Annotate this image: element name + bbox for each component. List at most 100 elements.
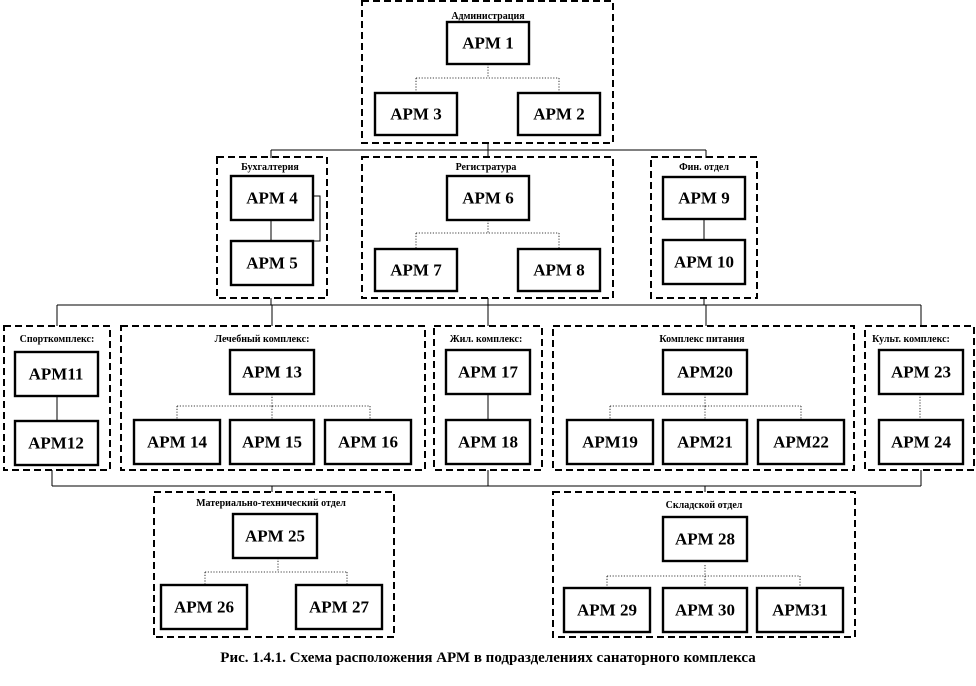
dept-frame-logistics bbox=[153, 491, 395, 638]
workstations: APM 1 APM 3 APM 2 APM 4 APM 5 APM 6 APM … bbox=[13, 20, 965, 634]
dept-frame-medical bbox=[120, 325, 426, 471]
dept-title-administration: Администрация bbox=[451, 11, 525, 22]
workstation-label: APM 18 bbox=[458, 433, 518, 452]
workstation-arm21[interactable]: APM21 bbox=[661, 418, 749, 466]
dept-frame-finance bbox=[650, 156, 758, 299]
workstation-label: APM31 bbox=[772, 601, 828, 620]
workstation-arm6[interactable]: APM 6 bbox=[445, 174, 531, 222]
dept-frame-culture bbox=[864, 325, 975, 471]
workstation-label: APM 15 bbox=[242, 433, 302, 452]
workstation-arm12[interactable]: APM12 bbox=[13, 419, 100, 467]
workstation-arm2[interactable]: APM 2 bbox=[516, 91, 602, 137]
connector-row3-to-row4 bbox=[51, 470, 922, 492]
workstation-label: APM11 bbox=[29, 365, 84, 384]
connectors bbox=[51, 64, 922, 588]
workstation-label: APM 14 bbox=[147, 433, 207, 452]
workstation-label: APM 8 bbox=[533, 261, 584, 280]
workstation-label: APM 27 bbox=[309, 598, 369, 617]
dept-title-warehouse: Складской отдел bbox=[666, 500, 743, 511]
workstation-label: APM 16 bbox=[338, 433, 398, 452]
workstation-label: APM 29 bbox=[577, 601, 637, 620]
workstation-label: APM 26 bbox=[174, 598, 234, 617]
workstation-label: APM21 bbox=[677, 433, 733, 452]
workstation-arm16[interactable]: APM 16 bbox=[323, 418, 413, 466]
connector-catering bbox=[609, 394, 802, 420]
workstation-label: APM 1 bbox=[462, 34, 513, 53]
workstation-arm15[interactable]: APM 15 bbox=[228, 418, 316, 466]
workstation-arm3[interactable]: APM 3 bbox=[373, 91, 459, 137]
workstation-arm27[interactable]: APM 27 bbox=[294, 583, 384, 631]
dept-title-catering: Комплекс питания bbox=[659, 334, 745, 345]
workstation-arm30[interactable]: APM 30 bbox=[661, 586, 749, 634]
dept-frame-housing bbox=[433, 325, 543, 471]
connector-admin bbox=[415, 64, 560, 93]
workstation-label: APM 7 bbox=[390, 261, 442, 280]
workstation-label: APM 9 bbox=[678, 189, 729, 208]
connector-row2-to-row3 bbox=[56, 298, 922, 326]
workstation-arm17[interactable]: APM 17 bbox=[444, 348, 532, 396]
workstation-arm9[interactable]: APM 9 bbox=[661, 175, 747, 221]
workstation-arm24[interactable]: APM 24 bbox=[877, 418, 965, 466]
workstation-arm11[interactable]: APM11 bbox=[13, 350, 100, 398]
dept-title-sport: Спорткомплекс: bbox=[20, 334, 95, 345]
dept-title-finance: Фин. отдел bbox=[679, 162, 729, 173]
workstation-label: APM 13 bbox=[242, 363, 302, 382]
workstation-label: APM12 bbox=[28, 434, 84, 453]
connector-registry bbox=[415, 220, 560, 249]
figure-caption: Рис. 1.4.1. Схема расположения АРМ в под… bbox=[220, 650, 756, 666]
connector-logistics bbox=[204, 558, 348, 585]
workstation-label: APM 10 bbox=[674, 253, 734, 272]
dept-frame-sport bbox=[3, 325, 111, 471]
dept-title-housing: Жил. комплекс: bbox=[450, 334, 523, 345]
workstation-arm23[interactable]: APM 23 bbox=[877, 348, 965, 396]
workstation-label: APM20 bbox=[677, 363, 733, 382]
workstation-label: APM19 bbox=[582, 433, 638, 452]
connector-accounting bbox=[270, 195, 321, 242]
workstation-arm5[interactable]: APM 5 bbox=[229, 239, 315, 287]
workstation-label: APM 2 bbox=[533, 105, 584, 124]
workstation-arm31[interactable]: APM31 bbox=[755, 586, 845, 634]
workstation-label: APM 25 bbox=[245, 527, 305, 546]
workstation-label: APM 3 bbox=[390, 105, 441, 124]
workstation-arm25[interactable]: APM 25 bbox=[231, 512, 319, 560]
dept-frame-registry bbox=[361, 156, 614, 299]
dept-title-logistics: Материально-технический отдел bbox=[196, 498, 346, 509]
workstation-label: APM 6 bbox=[462, 189, 513, 208]
dept-title-medical: Лечебный комплекс: bbox=[215, 334, 310, 345]
dept-frame-catering bbox=[552, 325, 855, 471]
connector-medical bbox=[176, 394, 371, 420]
workstation-arm26[interactable]: APM 26 bbox=[159, 583, 249, 631]
dept-frame-administration bbox=[361, 0, 614, 144]
dept-title-culture: Культ. комплекс: bbox=[872, 334, 950, 345]
workstation-arm19[interactable]: APM19 bbox=[565, 418, 655, 466]
workstation-arm22[interactable]: APM22 bbox=[756, 418, 846, 466]
workstation-label: APM 4 bbox=[246, 189, 298, 208]
workstation-arm7[interactable]: APM 7 bbox=[373, 247, 459, 293]
connector-warehouse bbox=[606, 565, 801, 588]
department-titles: Администрация Бухгалтерия Регистратура Ф… bbox=[20, 11, 950, 511]
workstation-arm8[interactable]: APM 8 bbox=[516, 247, 602, 293]
workstation-arm1[interactable]: APM 1 bbox=[445, 20, 531, 66]
dept-title-accounting: Бухгалтерия bbox=[241, 162, 299, 173]
workstation-arm10[interactable]: APM 10 bbox=[661, 238, 747, 286]
workstation-label: APM 30 bbox=[675, 601, 735, 620]
workstation-arm28[interactable]: APM 28 bbox=[661, 515, 749, 563]
workstation-label: APM 28 bbox=[675, 530, 735, 549]
workstation-label: APM 24 bbox=[891, 433, 951, 452]
workstation-arm29[interactable]: APM 29 bbox=[562, 586, 652, 634]
dept-frame-warehouse bbox=[552, 491, 856, 638]
workstation-label: APM22 bbox=[773, 433, 829, 452]
workstation-label: APM 5 bbox=[246, 254, 297, 273]
workstation-arm13[interactable]: APM 13 bbox=[228, 348, 316, 396]
workstation-arm20[interactable]: APM20 bbox=[661, 348, 749, 396]
workstation-arm14[interactable]: APM 14 bbox=[132, 418, 222, 466]
workstation-label: APM 23 bbox=[891, 363, 951, 382]
workstation-arm18[interactable]: APM 18 bbox=[444, 418, 532, 466]
workstation-arm4[interactable]: APM 4 bbox=[229, 174, 315, 222]
department-frames bbox=[3, 0, 975, 638]
dept-title-registry: Регистратура bbox=[456, 162, 517, 173]
workstation-label: APM 17 bbox=[458, 363, 518, 382]
connector-admin-to-row2 bbox=[270, 143, 707, 158]
dept-frame-accounting bbox=[216, 156, 328, 299]
